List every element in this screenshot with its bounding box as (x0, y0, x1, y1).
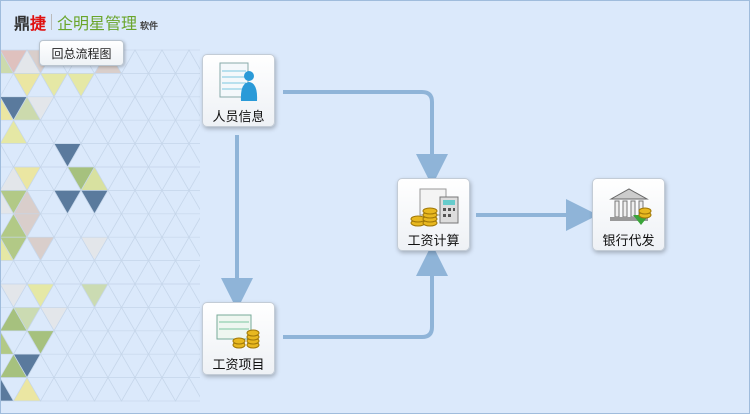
pattern-triangle (0, 189, 15, 215)
pattern-triangle (174, 376, 200, 402)
node-personnel-info[interactable]: 人员信息 (202, 54, 275, 127)
pattern-triangle (0, 236, 15, 261)
pattern-triangle (0, 283, 15, 308)
product-suffix: 软件 (140, 22, 159, 32)
brand-part1: 鼎 (14, 14, 31, 33)
brand-part2: 捷 (30, 14, 47, 33)
pattern-triangle (39, 376, 69, 402)
person-table-icon (219, 62, 257, 101)
pattern-triangle (188, 357, 200, 378)
arrow-personnel-to-calc (283, 90, 448, 186)
pattern-triangle (0, 49, 15, 74)
pattern-triangle (188, 170, 200, 191)
pattern-triangle (188, 264, 200, 285)
pattern-triangle (120, 376, 150, 402)
back-to-overview-button[interactable]: 回总流程图 (39, 40, 124, 66)
calculator-coins-icon (410, 188, 458, 227)
pattern-triangle (12, 376, 42, 402)
node-salary-items[interactable]: 工资项目 (202, 302, 275, 375)
node-label: 工资计算 (407, 234, 460, 249)
pattern-triangle (93, 376, 123, 402)
pattern-triangle (0, 376, 15, 402)
pattern-triangle (147, 376, 177, 402)
pattern-triangle (0, 142, 15, 168)
pattern-triangle (188, 123, 200, 144)
pattern-triangle (188, 217, 200, 238)
bank-icon (608, 188, 651, 225)
node-salary-calculation[interactable]: 工资计算 (397, 178, 470, 251)
node-bank-payment[interactable]: 银行代发 (592, 178, 665, 251)
node-label: 工资项目 (212, 358, 265, 373)
table-coins-icon (216, 314, 259, 349)
pattern-triangle (66, 376, 96, 402)
pattern-triangle (0, 96, 15, 121)
node-label: 人员信息 (212, 110, 265, 125)
node-label: 银行代发 (602, 234, 655, 249)
pattern-triangle (0, 330, 15, 355)
product-name: 企明星管理 (57, 14, 138, 33)
pattern-triangle (188, 311, 200, 332)
arrow-items-to-calc (283, 244, 448, 339)
logo-divider (51, 14, 53, 30)
pattern-triangle (188, 77, 200, 98)
app-logo: 鼎 捷 企明星管理 软件 (14, 10, 158, 34)
